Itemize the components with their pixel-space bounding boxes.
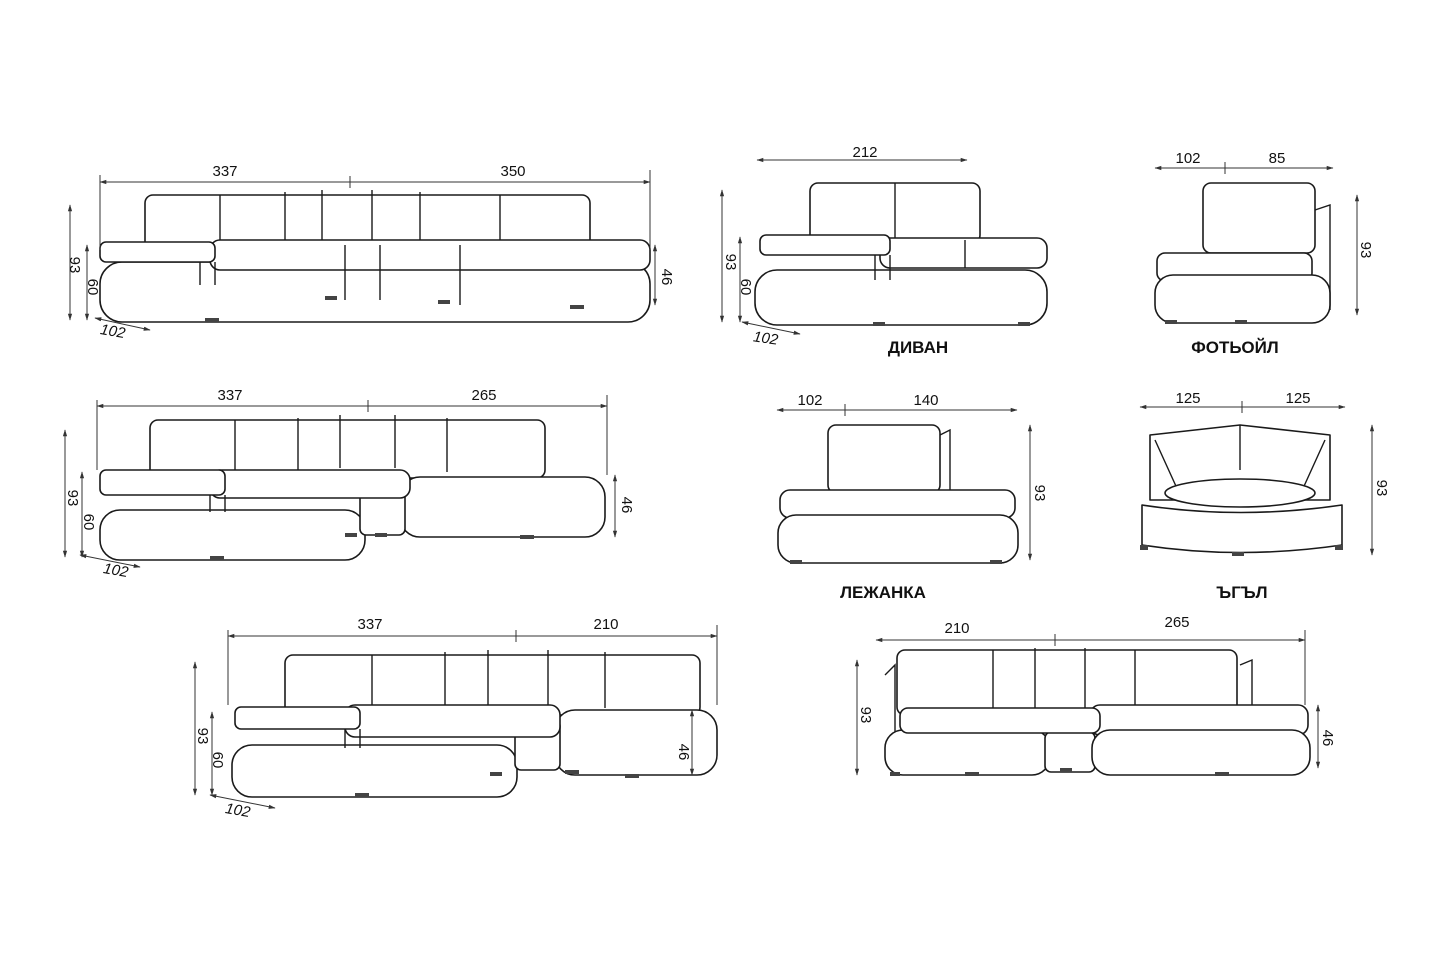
dim-depth: 102 [752,328,780,348]
dim-width-left: 210 [944,620,969,637]
dim-width-left: 337 [217,387,242,404]
armchair-label: ФОТЬОЙЛ [1191,338,1278,357]
dim-width-right: 265 [471,387,496,404]
dim-back-height: 93 [1373,480,1390,497]
dim-back-height: 93 [722,254,739,271]
dim-arm-height: 60 [209,752,226,769]
chaise-label: ЛЕЖАНКА [840,583,926,602]
dim-width-left: 125 [1175,390,1200,407]
dim-arm-height: 60 [84,279,101,296]
dim-width-left: 337 [212,163,237,180]
dim-back-height: 93 [194,728,211,745]
dim-width-right: 210 [593,616,618,633]
dim-width-right: 140 [913,392,938,409]
dim-arm-height: 60 [80,514,97,531]
corner-sofa-large: 337 350 93 60 46 102 [66,163,675,342]
sofa-drawing: 212 93 60 102 ДИВАН [719,144,1048,357]
dim-width-right: 350 [500,163,525,180]
dim-width-left: 337 [357,616,382,633]
dim-width-left: 102 [1175,150,1200,167]
dim-seat-height: 46 [675,744,692,761]
dim-width-right: 85 [1269,150,1286,167]
dim-seat-height: 46 [618,497,635,514]
corner-sofa-small: 337 210 93 60 46 102 [192,616,718,821]
dim-width-right: 265 [1164,614,1189,631]
dim-depth: 102 [102,560,130,581]
dim-depth: 102 [224,800,252,821]
sofa-label: ДИВАН [888,338,948,357]
dim-depth: 102 [99,321,127,342]
dim-back-height: 93 [66,257,83,274]
corner-piece-drawing: 125 125 93 ЪГЪЛ [1139,390,1390,602]
dim-back-height: 93 [1031,485,1048,502]
dim-width: 212 [852,144,877,161]
corner-piece-label: ЪГЪЛ [1216,583,1267,602]
dim-back-height: 93 [64,490,81,507]
corner-sofa-right: 210 265 93 46 [854,614,1336,776]
chaise-drawing: 102 140 93 ЛЕЖАНКА [776,392,1048,602]
dim-back-height: 93 [1357,242,1374,259]
dim-back-height: 93 [857,707,874,724]
dim-width-left: 102 [797,392,822,409]
dim-arm-height: 60 [737,279,754,296]
armchair-drawing: 102 85 93 ФОТЬОЙЛ [1154,150,1374,357]
dim-seat-height: 46 [658,269,675,286]
dim-width-right: 125 [1285,390,1310,407]
dim-seat-height: 46 [1319,730,1336,747]
corner-sofa-medium: 337 265 93 60 46 102 [62,387,635,581]
